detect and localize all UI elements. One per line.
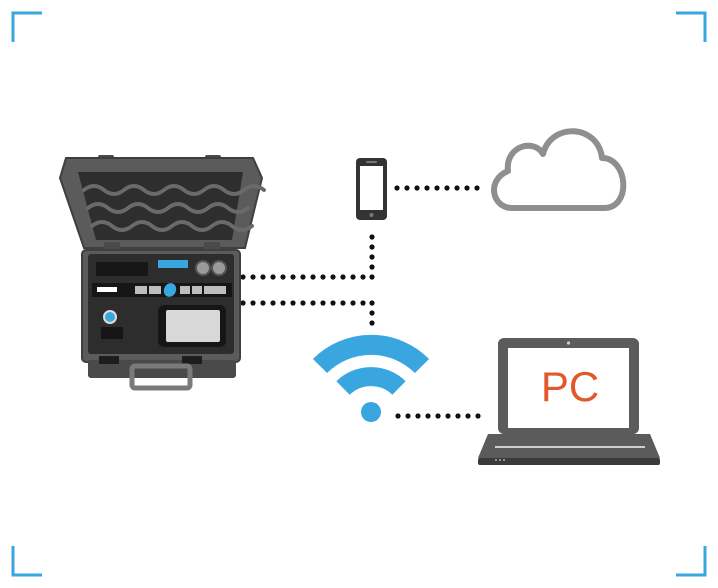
smartphone-icon xyxy=(356,158,387,220)
corner-bracket-icon xyxy=(11,546,42,577)
line-case-to-wifi xyxy=(240,300,375,326)
line-wifi-to-laptop xyxy=(395,413,481,419)
corner-bracket-icon xyxy=(676,11,707,42)
connection-lines xyxy=(240,185,481,419)
frame-corners xyxy=(11,11,707,577)
line-case-to-phone xyxy=(240,234,375,280)
corner-bracket-icon xyxy=(676,546,707,577)
wifi-icon xyxy=(312,334,430,422)
cloud-icon xyxy=(491,128,627,211)
line-phone-to-cloud xyxy=(394,185,480,191)
corner-bracket-icon xyxy=(11,11,42,42)
laptop-icon: PC xyxy=(478,338,660,465)
instrument-case-icon xyxy=(58,155,266,391)
pc-label: PC xyxy=(541,363,599,410)
